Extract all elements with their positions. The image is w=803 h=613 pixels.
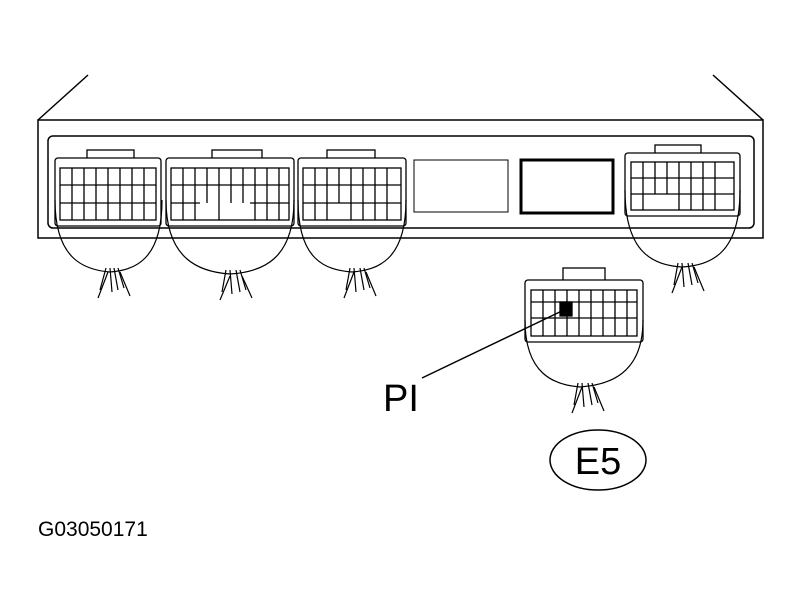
wire-harnesses xyxy=(54,189,741,301)
blank-port-bold xyxy=(519,158,615,215)
ecu-connector-2 xyxy=(165,149,295,227)
e5-harness xyxy=(524,319,644,414)
ecu-connector-1 xyxy=(54,149,162,227)
pi-label: PI xyxy=(383,378,419,420)
e5-connector xyxy=(524,267,644,343)
ecu-connector-4 xyxy=(624,144,741,217)
blank-port-plain xyxy=(413,159,509,213)
figure-code: G03050171 xyxy=(38,518,148,541)
e5-callout-ellipse xyxy=(549,429,647,491)
pi-leader-line xyxy=(421,308,567,379)
ecu-connector-3 xyxy=(297,149,407,227)
e5-callout-label: E5 xyxy=(575,441,621,483)
